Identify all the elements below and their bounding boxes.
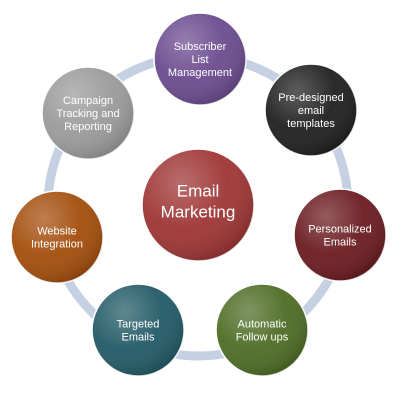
- node-label-campaign-tracking-and-reporting-line-3: Reporting: [64, 121, 112, 133]
- node-shading-pre-designed-email-templates: [265, 64, 357, 156]
- node-label-website-integration-line-2: Integration: [31, 239, 83, 251]
- node-shading-targeted-emails: [92, 284, 184, 376]
- center-node-label-line-1: Email: [177, 182, 220, 201]
- node-label-subscriber-list-management-line-1: Subscriber: [174, 41, 227, 53]
- node-shading-personalized-emails: [294, 189, 386, 281]
- node-label-targeted-emails-line-2: Emails: [121, 332, 155, 344]
- node-label-personalized-emails-line-2: Emails: [323, 237, 357, 249]
- node-shading-website-integration: [11, 191, 103, 283]
- node-label-website-integration-line-1: Website: [37, 226, 77, 238]
- node-label-personalized-emails-line-1: Personalized: [308, 224, 372, 236]
- node-label-subscriber-list-management-line-2: List: [191, 54, 208, 66]
- node-shading-subscriber-list-management: [154, 13, 246, 105]
- center-node-label-line-2: Marketing: [161, 203, 236, 222]
- outer-nodes-group: SubscriberListManagementPre-designedemai…: [10, 12, 387, 377]
- node-label-pre-designed-email-templates-line-1: Pre-designed: [278, 92, 343, 104]
- node-label-pre-designed-email-templates-line-3: templates: [287, 118, 335, 130]
- node-label-automatic-follow-ups-line-1: Automatic: [238, 319, 287, 331]
- center-node-shading: [142, 149, 254, 261]
- node-label-campaign-tracking-and-reporting-line-1: Campaign: [63, 95, 113, 107]
- node-shading-campaign-tracking-and-reporting: [42, 67, 134, 159]
- node-label-subscriber-list-management-line-3: Management: [168, 67, 232, 79]
- node-label-automatic-follow-ups-line-2: Follow ups: [236, 332, 289, 344]
- node-shading-automatic-follow-ups: [216, 284, 308, 376]
- node-label-pre-designed-email-templates-line-2: email: [298, 105, 324, 117]
- node-label-targeted-emails-line-1: Targeted: [117, 319, 160, 331]
- node-label-campaign-tracking-and-reporting-line-2: Tracking and: [56, 108, 119, 120]
